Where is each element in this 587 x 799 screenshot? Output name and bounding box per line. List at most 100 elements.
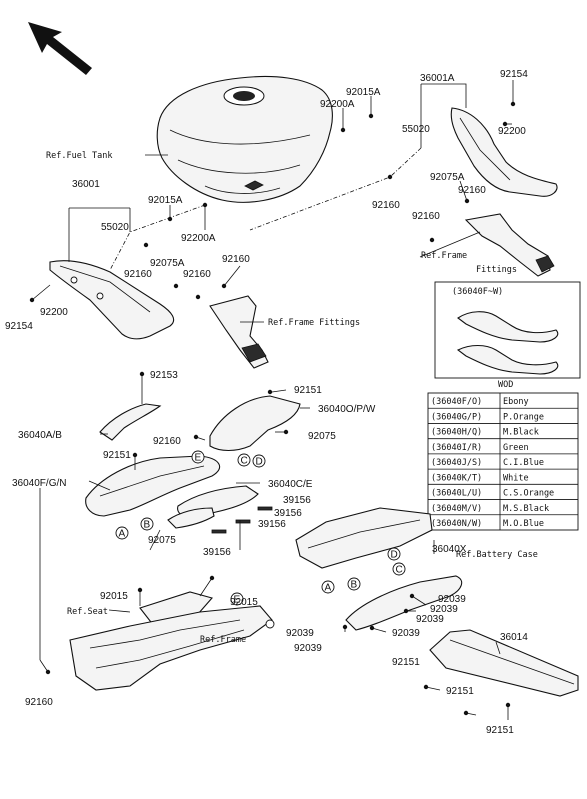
- label-92039-e: 92039: [392, 628, 420, 639]
- label-92039-c: 92039: [416, 614, 444, 625]
- svg-text:C: C: [396, 565, 403, 576]
- color-table-code: (36040M/V): [431, 504, 482, 514]
- callout-a-2: A: [321, 580, 335, 594]
- cover-36040fgn-drawing: [85, 455, 221, 517]
- color-table-color: Green: [503, 443, 529, 453]
- label-39156-d: 39156: [203, 547, 231, 558]
- label-92039-f: 92039: [294, 643, 322, 654]
- color-table-color: M.O.Blue: [503, 519, 544, 529]
- svg-text:D: D: [391, 550, 398, 561]
- label-92200a-left: 92200A: [181, 233, 216, 244]
- frame-fitting-left-drawing: [209, 295, 269, 369]
- svg-text:B: B: [144, 520, 151, 531]
- color-table-color: C.S.Orange: [503, 489, 554, 499]
- front-direction-arrow-icon: [28, 22, 92, 75]
- color-table-code: (36040I/R): [431, 443, 482, 453]
- label-92160-l1: 92160: [124, 269, 152, 280]
- label-ref-frame-fittings-right-2: Fittings: [476, 265, 517, 275]
- label-ref-fuel-tank: Ref.Fuel Tank: [46, 151, 113, 161]
- callout-d: D: [252, 454, 266, 468]
- label-36040fgn: 36040F/G/N: [12, 478, 66, 489]
- color-table-code: (36040N/W): [431, 519, 482, 529]
- callout-e-2: E: [230, 592, 244, 606]
- label-92153: 92153: [150, 370, 178, 381]
- label-92160-r1: 92160: [458, 185, 486, 196]
- label-92015-left: 92015: [100, 591, 128, 602]
- label-92154-left: 92154: [5, 321, 33, 332]
- callout-b-2: B: [347, 577, 361, 591]
- label-ref-frame-fittings-left: Ref.Frame Fittings: [268, 318, 360, 328]
- label-92200a-top: 92200A: [320, 99, 355, 110]
- color-table-code: (36040J/S): [431, 458, 482, 468]
- svg-text:A: A: [325, 583, 332, 594]
- strip-36040ab-drawing: [99, 403, 162, 441]
- callout-e: E: [191, 450, 205, 464]
- label-92015a-top: 92015A: [346, 87, 381, 98]
- color-table-color: Ebony: [503, 397, 529, 407]
- label-92151-top: 92151: [294, 385, 322, 396]
- under-cover-36040x-drawing: [345, 575, 463, 631]
- label-92075-bottom: 92075: [148, 535, 176, 546]
- callout-c: C: [237, 453, 251, 467]
- label-36040opw: 36040O/P/W: [318, 404, 376, 415]
- label-39156-c: 39156: [258, 519, 286, 530]
- svg-text:C: C: [241, 456, 248, 467]
- label-55020-left: 55020: [101, 222, 129, 233]
- inset-caption: WOD: [498, 380, 513, 390]
- label-92160-bottom: 92160: [25, 697, 53, 708]
- cover-36040ce-drawing: [167, 485, 259, 529]
- label-92075a-left: 92075A: [150, 258, 185, 269]
- label-36001a: 36001A: [420, 73, 455, 84]
- label-92015a-left: 92015A: [148, 195, 183, 206]
- label-ref-frame-fittings-right-1: Ref.Frame: [421, 251, 467, 261]
- label-92039-b: 92039: [430, 604, 458, 615]
- label-ref-seat: Ref.Seat: [67, 607, 108, 617]
- label-92075-top: 92075: [308, 431, 336, 442]
- label-39156-a: 39156: [283, 495, 311, 506]
- color-table-color: M.S.Black: [503, 504, 549, 514]
- label-36001: 36001: [72, 179, 100, 190]
- label-92151-d: 92151: [446, 686, 474, 697]
- callout-c-2: C: [392, 562, 406, 576]
- color-table-code: (36040G/P): [431, 412, 482, 422]
- label-39156-b: 39156: [274, 508, 302, 519]
- label-36040x: 36040X: [432, 544, 467, 555]
- frame-fitting-right-drawing: [464, 213, 555, 277]
- color-table-color: P.Orange: [503, 412, 544, 422]
- svg-text:B: B: [351, 580, 358, 591]
- rear-frame-drawing: [69, 605, 275, 691]
- label-92075a-right: 92075A: [430, 172, 465, 183]
- label-92160-l2: 92160: [183, 269, 211, 280]
- label-ref-frame: Ref.Frame: [200, 635, 246, 645]
- label-55020-right: 55020: [402, 124, 430, 135]
- side-cover-right-drawing: [450, 107, 558, 197]
- color-table-code: (36040H/Q): [431, 428, 482, 438]
- chain-guard-drawing: [429, 629, 579, 697]
- cover-36040opw-drawing: [209, 395, 301, 452]
- svg-text:D: D: [256, 457, 263, 468]
- color-table-color: C.I.Blue: [503, 458, 544, 468]
- callout-b: B: [140, 517, 154, 531]
- label-92160-r3: 92160: [412, 211, 440, 222]
- color-table-code: (36040F/O): [431, 397, 482, 407]
- battery-case-drawing: [295, 507, 433, 569]
- label-92015-right: 92015: [230, 597, 258, 608]
- side-cover-left-drawing: [49, 260, 175, 340]
- label-92039-d: 92039: [286, 628, 314, 639]
- fuel-tank-drawing: [156, 76, 333, 203]
- callout-d-2: D: [387, 547, 401, 561]
- label-92200-left: 92200: [40, 307, 68, 318]
- svg-text:E: E: [234, 595, 241, 606]
- label-36040ce: 36040C/E: [268, 479, 313, 490]
- svg-text:E: E: [195, 453, 202, 464]
- color-table-color: M.Black: [503, 428, 539, 438]
- strips-39156-drawing: [211, 506, 273, 534]
- label-92160-l3: 92160: [222, 254, 250, 265]
- label-92151-mid: 92151: [103, 450, 131, 461]
- svg-text:A: A: [119, 529, 126, 540]
- label-92151-c: 92151: [392, 657, 420, 668]
- color-table-code: (36040L/U): [431, 489, 482, 499]
- color-table: (36040F/O) Ebony (36040G/P) P.Orange (36040H…: [427, 392, 579, 531]
